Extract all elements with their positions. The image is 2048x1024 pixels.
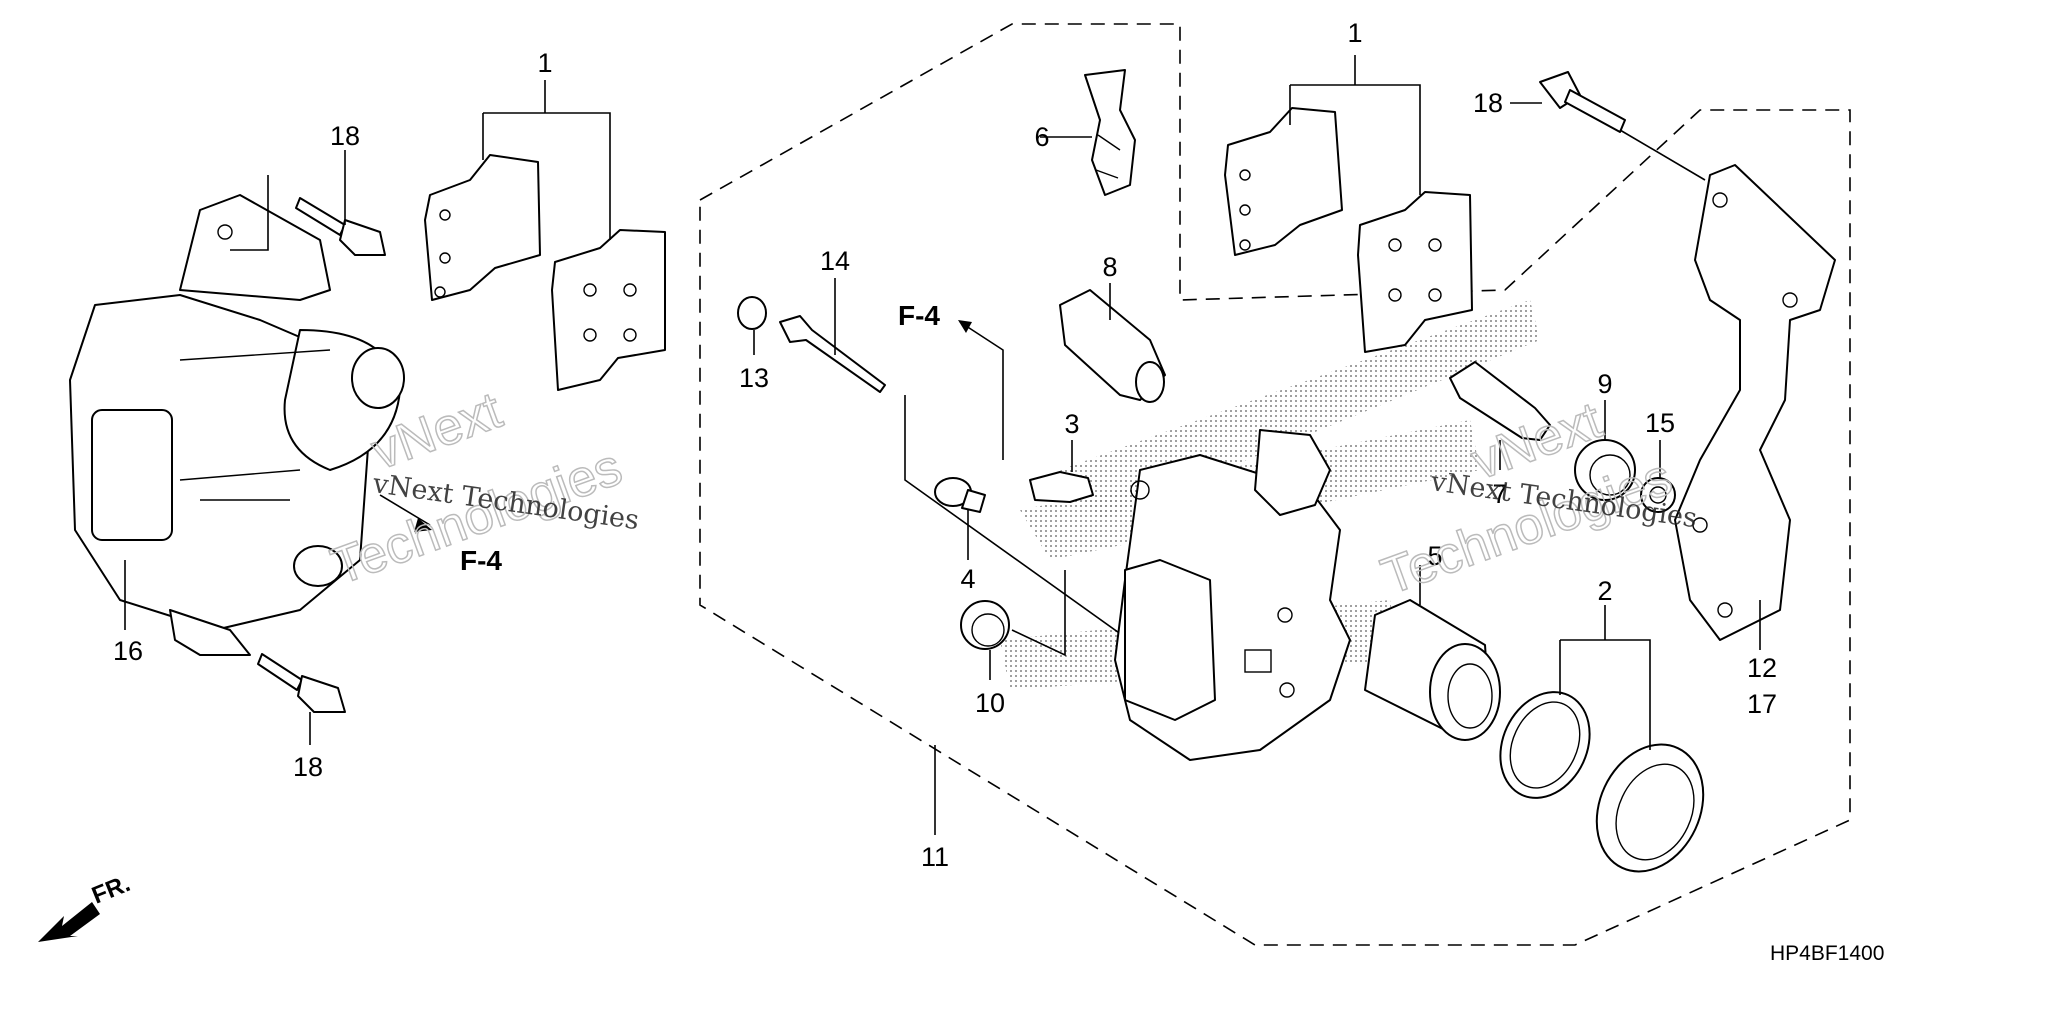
bleeder-cap-4 — [934, 477, 986, 513]
label-part-5: 5 — [1427, 541, 1442, 571]
cap-13 — [737, 296, 767, 330]
brake-pad-right-a — [1224, 107, 1343, 256]
diagram-code: HP4BF1400 — [1770, 942, 1884, 965]
label-part-8: 8 — [1102, 252, 1117, 282]
label-part-11: 11 — [921, 842, 949, 872]
brake-pad-left-b — [551, 229, 666, 391]
front-arrow-icon — [38, 902, 100, 942]
label-part-17: 17 — [1747, 689, 1777, 719]
pad-spring-6 — [1084, 69, 1136, 196]
label-part-13: 13 — [739, 363, 769, 393]
bolt-18-bottom-left — [257, 653, 346, 713]
label-part-14: 14 — [820, 246, 850, 276]
label-part-18-top-right: 18 — [1473, 88, 1503, 118]
arrow-ref-center — [958, 320, 972, 333]
label-part-15: 15 — [1645, 408, 1675, 438]
label-part-12: 12 — [1747, 653, 1777, 683]
label-part-18-bottom-left: 18 — [293, 752, 323, 782]
boot-9 — [1574, 439, 1636, 501]
seal-2-inner — [1499, 691, 1591, 799]
brake-pad-right-b — [1357, 191, 1473, 353]
pin-14 — [779, 315, 886, 393]
label-part-2: 2 — [1597, 576, 1612, 606]
ref-f4-center[interactable]: F-4 — [898, 300, 940, 331]
bleeder-screw-3 — [1029, 471, 1094, 503]
bolt-18-top-left — [295, 197, 386, 256]
label-part-3: 3 — [1064, 409, 1079, 439]
boot-8 — [1059, 289, 1166, 403]
pin-7 — [1449, 361, 1551, 441]
arrow-ref-left — [414, 518, 432, 532]
label-part-9: 9 — [1597, 369, 1612, 399]
washer-15 — [1640, 477, 1676, 513]
caliper-body-11 — [1114, 429, 1351, 761]
label-part-4: 4 — [960, 564, 975, 594]
piston-5 — [1364, 599, 1501, 741]
brake-pad-left-a — [424, 154, 541, 301]
front-label: FR. — [88, 870, 134, 910]
label-part-6: 6 — [1034, 122, 1049, 152]
label-part-1-right: 1 — [1347, 18, 1362, 48]
label-part-16: 16 — [113, 636, 143, 666]
label-part-1-left: 1 — [537, 48, 552, 78]
label-part-10: 10 — [975, 688, 1005, 718]
boot-10 — [960, 600, 1010, 650]
seal-2-outer — [1595, 743, 1705, 873]
label-part-7: 7 — [1492, 479, 1507, 509]
caliper-bracket-12 — [1674, 164, 1836, 641]
caliper-assembly-left — [69, 194, 405, 656]
bolt-18-top-right — [1539, 71, 1626, 133]
ref-f4-left[interactable]: F-4 — [460, 545, 502, 576]
label-part-18-top-left: 18 — [330, 121, 360, 151]
